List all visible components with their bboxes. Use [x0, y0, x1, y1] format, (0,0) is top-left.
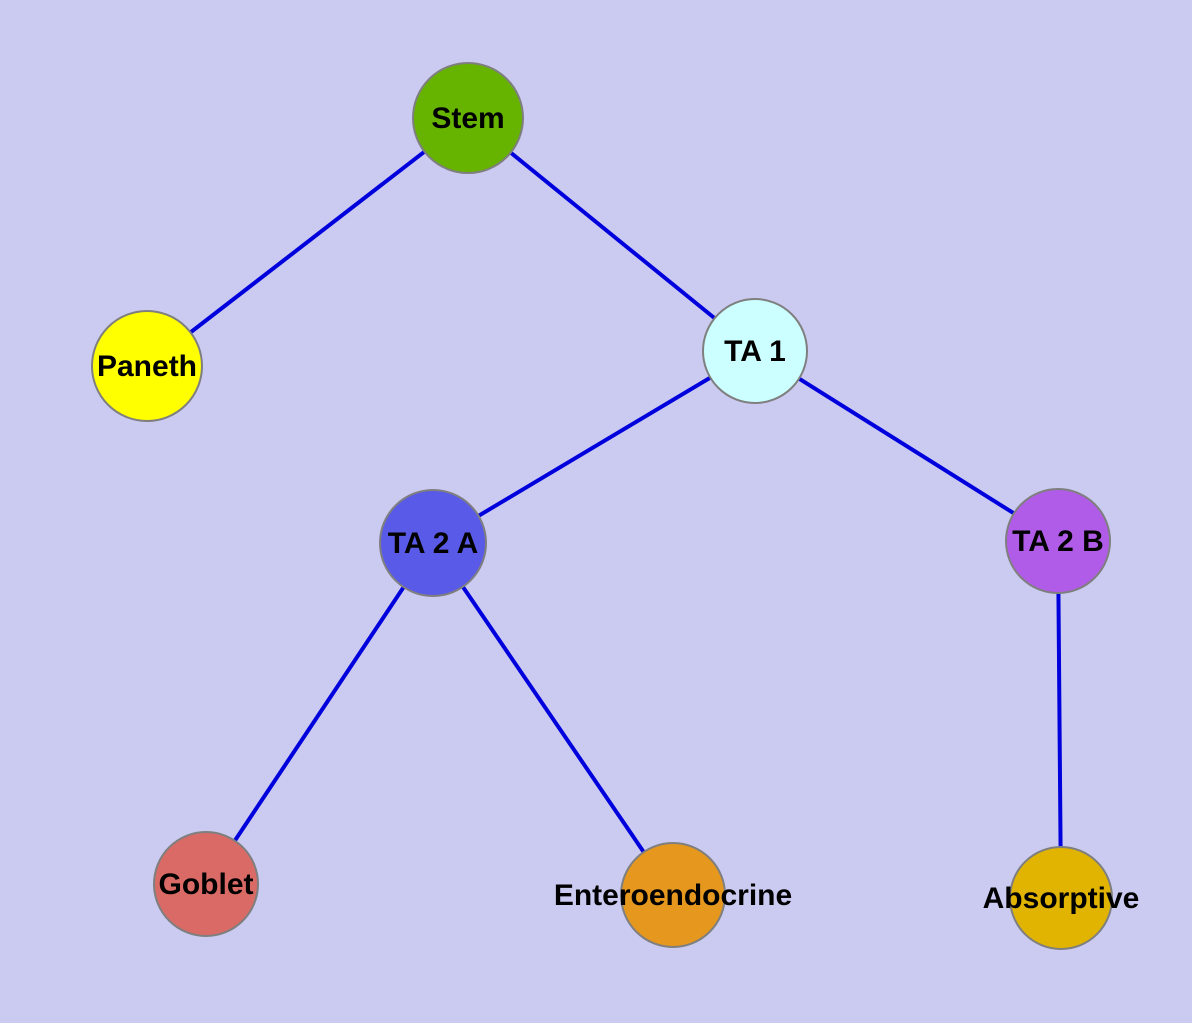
edge-ta1-ta2a: [431, 349, 757, 545]
node-ta1: [702, 298, 808, 404]
edges-layer: [145, 116, 1063, 900]
node-stem: [412, 62, 524, 174]
edge-stem-ta1: [466, 116, 757, 353]
edge-ta2b-absorptive: [1056, 539, 1063, 900]
edge-stem-paneth: [145, 116, 470, 368]
node-absorptive: [1009, 846, 1113, 950]
node-paneth: [91, 310, 203, 422]
node-ta2b: [1005, 488, 1111, 594]
node-goblet: [153, 831, 259, 937]
node-ta2a: [379, 489, 487, 597]
nodes-layer: [91, 62, 1113, 950]
edge-ta1-ta2b: [753, 349, 1060, 543]
edge-ta2a-goblet: [204, 541, 435, 886]
node-enteroendocrine: [620, 842, 726, 948]
edge-ta2a-enteroendocrine: [431, 541, 675, 897]
